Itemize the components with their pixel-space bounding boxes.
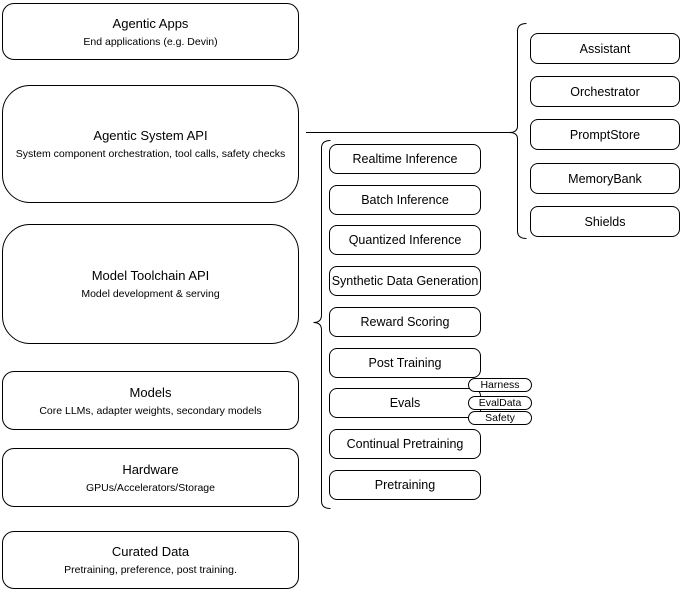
node-promptstore: PromptStore [530, 119, 680, 150]
tag-evaldata: EvalData [468, 396, 532, 410]
node-assistant: Assistant [530, 33, 680, 64]
node-curated-data: Curated Data Pretraining, preference, po… [2, 531, 299, 589]
node-synthetic-data-generation: Synthetic Data Generation [329, 266, 481, 296]
node-memorybank: MemoryBank [530, 163, 680, 194]
node-subtitle: Core LLMs, adapter weights, secondary mo… [39, 404, 262, 417]
node-subtitle: System component orchestration, tool cal… [15, 148, 286, 160]
node-agentic-system-api: Agentic System API System component orch… [2, 85, 299, 203]
tag-safety: Safety [468, 411, 532, 425]
node-orchestrator: Orchestrator [530, 76, 680, 107]
node-reward-scoring: Reward Scoring [329, 307, 481, 337]
system-components-bracket [509, 23, 527, 239]
node-hardware: Hardware GPUs/Accelerators/Storage [2, 448, 299, 507]
node-quantized-inference: Quantized Inference [329, 225, 481, 255]
node-title: Model Toolchain API [91, 268, 210, 283]
tag-harness: Harness [468, 378, 532, 392]
node-continual-pretraining: Continual Pretraining [329, 429, 481, 459]
node-title: Agentic System API [93, 128, 208, 143]
node-title: Models [129, 384, 172, 400]
node-model-toolchain-api: Model Toolchain API Model development & … [2, 224, 299, 344]
node-title: Agentic Apps [112, 15, 189, 31]
node-pretraining: Pretraining [329, 470, 481, 500]
node-subtitle: GPUs/Accelerators/Storage [86, 481, 215, 494]
node-batch-inference: Batch Inference [329, 185, 481, 215]
node-shields: Shields [530, 206, 680, 237]
node-title: Curated Data [111, 544, 190, 559]
node-realtime-inference: Realtime Inference [329, 144, 481, 174]
node-subtitle: Model development & serving [81, 288, 220, 300]
node-agentic-apps: Agentic Apps End applications (e.g. Devi… [2, 3, 299, 60]
node-subtitle: Pretraining, preference, post training. [64, 564, 237, 576]
node-title: Hardware [122, 461, 179, 477]
node-subtitle: End applications (e.g. Devin) [83, 35, 218, 48]
node-evals: Evals [329, 388, 481, 418]
toolchain-bracket [313, 140, 331, 509]
node-post-training: Post Training [329, 348, 481, 378]
node-models: Models Core LLMs, adapter weights, secon… [2, 371, 299, 430]
